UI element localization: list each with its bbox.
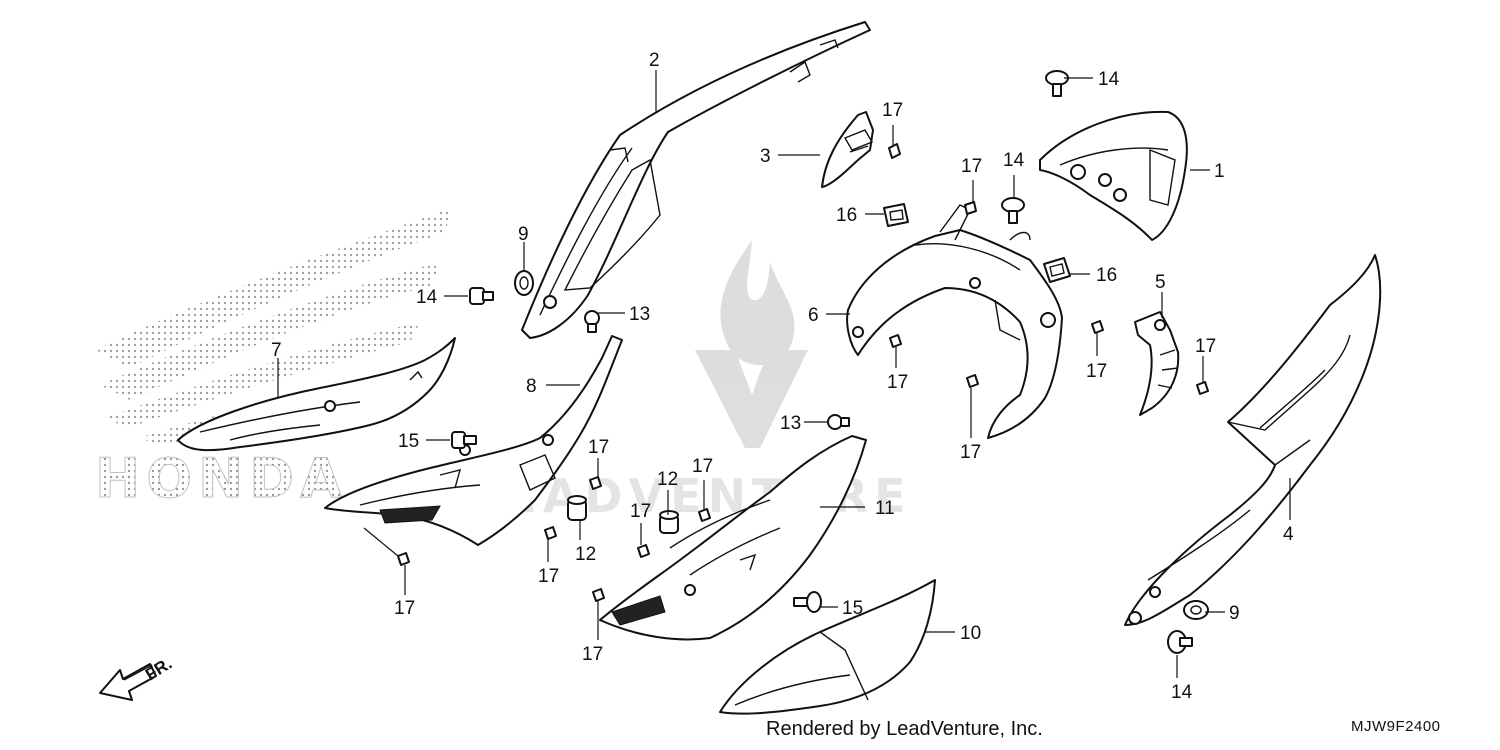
leadventure-logo-watermark xyxy=(695,240,808,448)
callout-14: 14 xyxy=(1171,682,1193,703)
callout-3: 3 xyxy=(760,146,771,167)
callout-11: 11 xyxy=(875,498,895,519)
part-16-clip-nut xyxy=(1043,257,1071,283)
leader-lines xyxy=(277,70,1291,678)
callout-12: 12 xyxy=(575,544,596,565)
callout-13: 13 xyxy=(780,413,801,434)
callout-2: 2 xyxy=(649,50,660,71)
callout-4: 4 xyxy=(1283,524,1294,545)
callout-labels: 1 2 3 4 5 6 7 8 9 9 10 11 12 12 13 13 14… xyxy=(271,50,1294,703)
callout-17: 17 xyxy=(588,437,609,458)
callout-17: 17 xyxy=(630,501,651,522)
part-7-front-cover xyxy=(177,337,456,452)
callout-9: 9 xyxy=(518,224,529,245)
diagram-code: MJW9F2400 xyxy=(1351,718,1441,735)
part-5-small-bracket xyxy=(1134,311,1180,416)
part-1-rear-cowl xyxy=(1039,110,1188,241)
callout-17: 17 xyxy=(1086,361,1107,382)
honda-watermark-text: HONDA xyxy=(95,447,348,510)
callout-17: 17 xyxy=(1195,336,1216,357)
callout-16: 16 xyxy=(836,205,857,226)
part-14-bolt xyxy=(1045,70,1069,97)
callout-17: 17 xyxy=(692,456,713,477)
part-4-side-cover-right xyxy=(1124,254,1382,626)
part-2-rail-cover xyxy=(521,21,871,339)
callout-8: 8 xyxy=(526,376,537,397)
callout-17: 17 xyxy=(960,442,981,463)
callout-17: 17 xyxy=(582,644,603,665)
part-9-grommet xyxy=(1183,600,1209,620)
callout-1: 1 xyxy=(1214,161,1225,182)
callout-13: 13 xyxy=(629,304,650,325)
part-13-bolt xyxy=(827,414,850,430)
part-16-clip-nut xyxy=(883,203,909,227)
callout-16: 16 xyxy=(1096,265,1117,286)
callout-14: 14 xyxy=(1003,150,1025,171)
callout-7: 7 xyxy=(271,340,282,361)
part-14-bolt xyxy=(1167,630,1193,654)
part-10-trim-panel xyxy=(719,579,936,715)
part-13-bolt xyxy=(584,310,600,333)
callout-5: 5 xyxy=(1155,272,1166,293)
part-3-bracket-cover xyxy=(821,111,874,188)
callout-15: 15 xyxy=(398,431,419,452)
part-17-screws xyxy=(397,143,1209,602)
part-9-grommet xyxy=(514,270,534,296)
callout-17: 17 xyxy=(882,100,903,121)
callout-17: 17 xyxy=(394,598,415,619)
part-15-bolt xyxy=(793,591,822,613)
part-6-center-cover xyxy=(846,204,1063,439)
callout-9: 9 xyxy=(1229,603,1240,624)
part-12-collar xyxy=(659,510,679,534)
part-15-bolt xyxy=(451,431,477,449)
callout-14: 14 xyxy=(416,287,438,308)
front-direction-arrow-icon xyxy=(99,663,157,701)
callout-15: 15 xyxy=(842,598,863,619)
callout-10: 10 xyxy=(960,623,981,644)
callout-12: 12 xyxy=(657,469,678,490)
part-11-lower-side-cover xyxy=(599,435,867,641)
part-12-collar xyxy=(567,495,587,521)
part-14-bolt xyxy=(1001,197,1025,224)
callout-6: 6 xyxy=(808,305,819,326)
callout-17: 17 xyxy=(538,566,559,587)
footer-credit: Rendered by LeadVenture, Inc. xyxy=(766,718,1043,740)
callout-17: 17 xyxy=(887,372,908,393)
part-14-bolt xyxy=(469,287,494,305)
callout-17: 17 xyxy=(961,156,982,177)
callout-14: 14 xyxy=(1098,69,1120,90)
